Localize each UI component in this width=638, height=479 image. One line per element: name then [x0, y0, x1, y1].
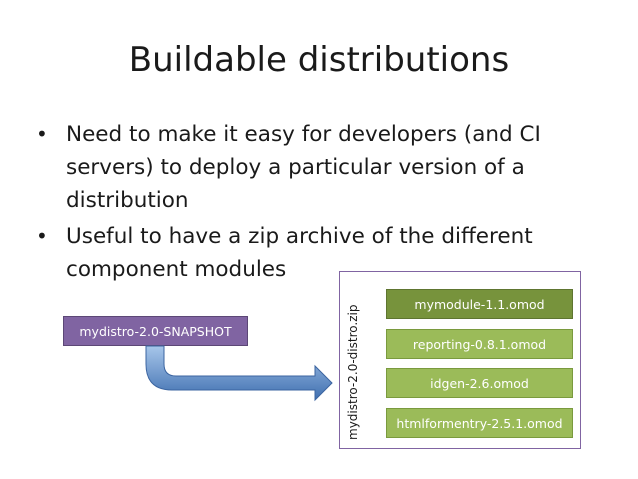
module-box-reporting: reporting-0.8.1.omod	[386, 329, 573, 359]
slide-title: Buildable distributions	[128, 40, 510, 80]
module-box-htmlformentry: htmlformentry-2.5.1.omod	[386, 408, 573, 438]
module-box-mymodule: mymodule-1.1.omod	[386, 289, 573, 319]
bullet-item: • Need to make it easy for developers (a…	[34, 118, 614, 217]
module-box-idgen: idgen-2.6.omod	[386, 368, 573, 398]
snapshot-distribution-box: mydistro-2.0-SNAPSHOT	[63, 316, 248, 346]
bullet-dot-icon: •	[36, 122, 48, 146]
bullet-dot-icon: •	[36, 224, 48, 248]
bullet-text: Useful to have a zip archive of the diff…	[66, 224, 533, 282]
bullet-item: • Useful to have a zip archive of the di…	[34, 220, 614, 286]
bullet-text: Need to make it easy for developers (and…	[66, 122, 541, 213]
bullet-list: • Need to make it easy for developers (a…	[34, 118, 614, 289]
zip-archive-label: mydistro-2.0-distro.zip	[346, 304, 360, 440]
